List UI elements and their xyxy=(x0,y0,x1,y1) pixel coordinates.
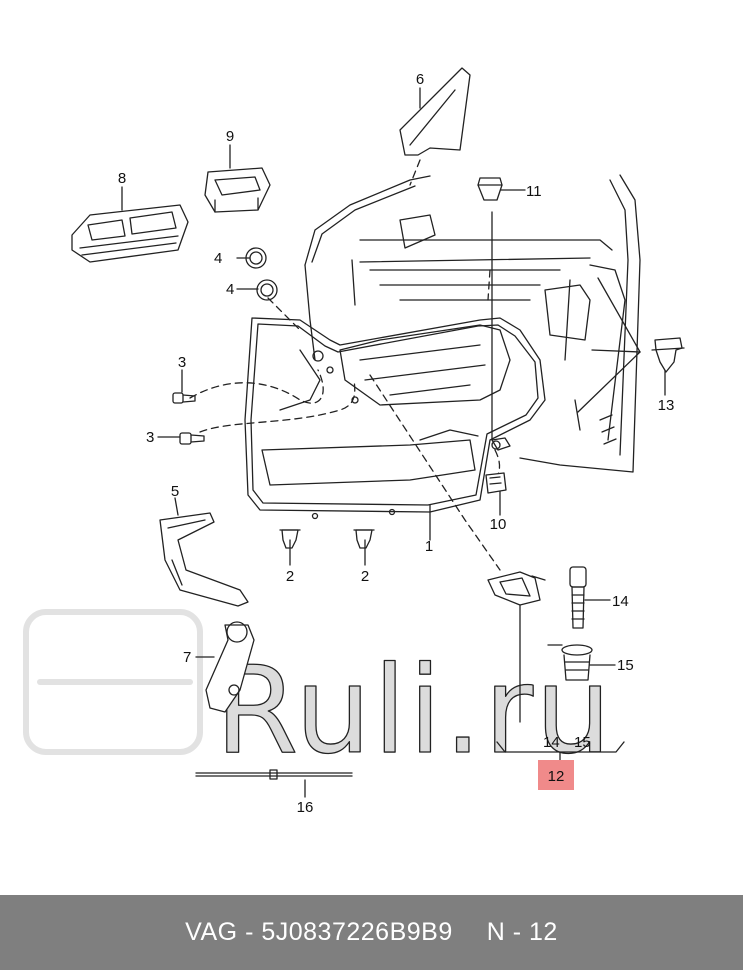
callout-14-kit: 14 xyxy=(543,734,560,751)
part-12-handle-insert xyxy=(487,571,546,606)
callout-4-top: 4 xyxy=(214,250,222,267)
footer-bar: VAG - 5J0837226B9B9 N - 12 xyxy=(0,895,743,970)
part-2-clips xyxy=(279,529,375,549)
footer-ref-separator: - xyxy=(512,918,522,946)
callout-12: 12 xyxy=(548,768,565,785)
callout-7: 7 xyxy=(183,649,191,666)
footer-ref-prefix: N xyxy=(486,918,506,946)
leader-lines xyxy=(121,87,666,798)
callout-14-right: 14 xyxy=(612,593,629,610)
part-7-window-crank xyxy=(205,621,255,713)
part-16-cable xyxy=(195,769,353,780)
connector-lines xyxy=(189,159,501,571)
part-15-plug xyxy=(547,644,593,681)
watermark-logo xyxy=(23,609,203,755)
callout-labels: 6 9 8 11 4 4 3 3 13 5 10 1 2 2 14 15 7 1… xyxy=(118,71,675,816)
part-3-screws xyxy=(172,392,205,445)
callout-4-bottom: 4 xyxy=(226,281,234,298)
callout-2-right: 2 xyxy=(361,568,369,585)
footer-ref-number: 12 xyxy=(529,918,558,946)
callout-2-left: 2 xyxy=(286,568,294,585)
callout-3-top: 3 xyxy=(178,354,186,371)
watermark-text: Ruli.ru xyxy=(215,642,613,781)
callout-11: 11 xyxy=(526,183,542,200)
highlight-box-12 xyxy=(538,760,574,790)
part-11-clip xyxy=(477,177,503,201)
part-13-push-clip xyxy=(651,337,685,373)
part-10-connector xyxy=(485,437,511,494)
callout-6: 6 xyxy=(416,71,424,88)
callout-3-bottom: 3 xyxy=(146,429,154,446)
part-5-handle-trim xyxy=(159,512,249,607)
part-9-switch-housing xyxy=(204,167,271,213)
footer-separator: - xyxy=(245,918,254,946)
callout-5: 5 xyxy=(171,483,179,500)
callout-9: 9 xyxy=(226,128,234,145)
footer-part-number: 5J0837226B9B9 xyxy=(261,918,453,946)
callout-13: 13 xyxy=(658,397,675,414)
door-frame-drawing xyxy=(304,174,641,473)
door-trim-panel xyxy=(244,317,546,520)
part-14-bolt xyxy=(569,566,587,629)
part-8-switch-block xyxy=(71,204,189,263)
callout-15-kit: 15 xyxy=(574,734,591,751)
callout-15-right: 15 xyxy=(617,657,634,674)
footer-brand: VAG xyxy=(185,918,238,946)
callout-10: 10 xyxy=(490,516,507,533)
part-6-mirror-cover xyxy=(399,67,471,156)
callout-1: 1 xyxy=(425,538,433,555)
callout-8: 8 xyxy=(118,170,126,187)
callout-16: 16 xyxy=(297,799,314,816)
part-4-rings xyxy=(245,247,278,301)
door-parts-diagram: Ruli.ru xyxy=(23,67,685,816)
